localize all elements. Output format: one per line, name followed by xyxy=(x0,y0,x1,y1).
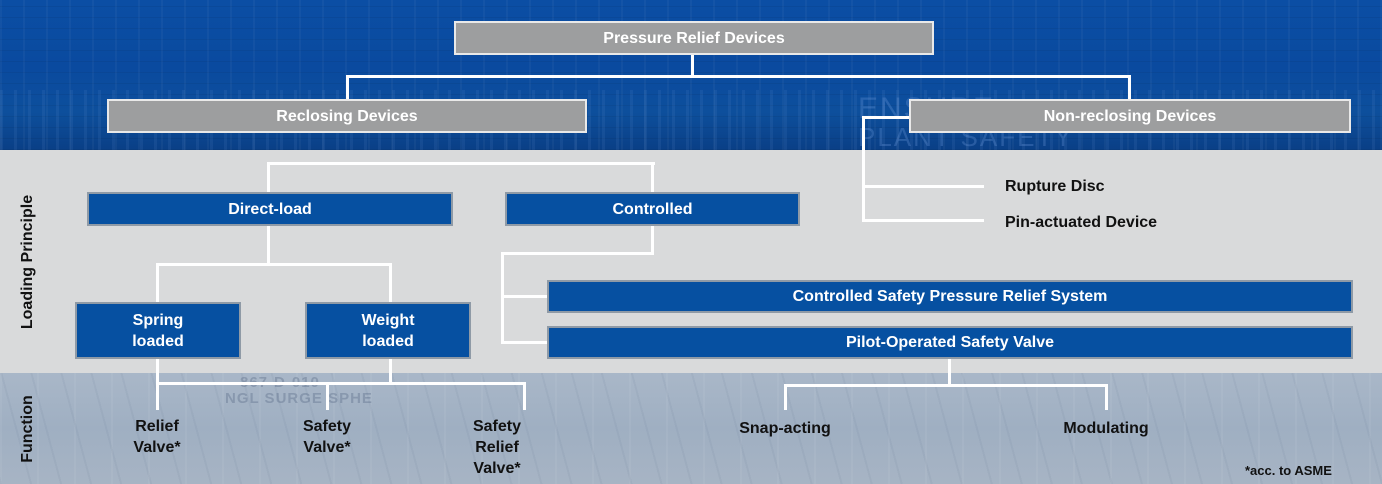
watermark-text: NGL SURGE SPHE xyxy=(225,390,373,407)
snap-acting-item: Snap-acting xyxy=(739,420,831,437)
node-label: loaded xyxy=(362,332,414,350)
connector-line xyxy=(501,252,654,255)
node-label: Non-reclosing Devices xyxy=(1043,107,1217,125)
connector-line xyxy=(862,116,910,119)
loading-principle-label: Loading Principle xyxy=(19,194,36,330)
connector-line xyxy=(651,162,654,193)
connector-line xyxy=(501,341,548,344)
connector-line xyxy=(501,252,504,344)
controlled-safety-pressure-relief-system-node[interactable]: Controlled Safety Pressure Relief System xyxy=(547,280,1353,313)
node-label: Weight xyxy=(361,311,415,329)
node-label: Reclosing Devices xyxy=(276,107,418,125)
node-label: Pilot-Operated Safety Valve xyxy=(845,334,1055,351)
rupture-disc-item: Rupture Disc xyxy=(1005,178,1105,195)
direct-load-node[interactable]: Direct-load xyxy=(87,192,453,226)
function-label: Function xyxy=(19,395,36,463)
node-label: loaded xyxy=(132,332,184,350)
safety-relief-valve-item: Safety Relief Valve* xyxy=(447,416,547,479)
connector-line xyxy=(523,382,526,410)
pressure-relief-devices-node[interactable]: Pressure Relief Devices xyxy=(454,21,934,55)
node-label: Spring xyxy=(132,311,184,329)
modulating-item: Modulating xyxy=(1063,420,1149,437)
spring-loaded-node[interactable]: Spring loaded xyxy=(75,302,241,359)
pin-actuated-device-item: Pin-actuated Device xyxy=(1005,214,1158,231)
item-line: Valve* xyxy=(303,439,351,456)
item-line: Relief xyxy=(475,439,519,456)
controlled-node[interactable]: Controlled xyxy=(505,192,800,226)
connector-line xyxy=(267,162,270,193)
connector-line xyxy=(346,75,349,100)
node-label: Pressure Relief Devices xyxy=(603,29,785,47)
pilot-operated-safety-valve-node[interactable]: Pilot-Operated Safety Valve xyxy=(547,326,1353,359)
connector-line xyxy=(501,295,548,298)
function-band: 867-D-010 NGL SURGE SPHE xyxy=(0,373,1382,484)
connector-line xyxy=(156,263,392,266)
item-line: Valve* xyxy=(473,460,521,477)
connector-line xyxy=(784,384,1108,387)
connector-line xyxy=(1128,75,1131,100)
item-line: Valve* xyxy=(133,439,181,456)
node-label: Controlled Safety Pressure Relief System xyxy=(792,288,1108,305)
item-line: Relief xyxy=(135,418,179,435)
connector-line xyxy=(862,219,984,222)
weight-loaded-node[interactable]: Weight loaded xyxy=(305,302,471,359)
item-line: Safety xyxy=(472,418,522,435)
connector-line xyxy=(948,358,951,385)
connector-line xyxy=(1105,384,1108,410)
connector-line xyxy=(267,162,655,165)
connector-line xyxy=(651,225,654,255)
relief-valve-item: Relief Valve* xyxy=(107,416,207,458)
connector-line xyxy=(156,263,159,303)
node-label: Controlled xyxy=(612,200,693,218)
non-reclosing-devices-node[interactable]: Non-reclosing Devices xyxy=(909,99,1351,133)
safety-valve-item: Safety Valve* xyxy=(277,416,377,458)
node-label: Direct-load xyxy=(228,200,312,218)
connector-line xyxy=(326,382,329,410)
connector-line xyxy=(389,263,392,303)
connector-line xyxy=(156,382,526,385)
connector-line xyxy=(389,358,392,385)
item-line: Safety xyxy=(302,418,352,435)
connector-line xyxy=(862,116,865,221)
connector-line xyxy=(862,185,984,188)
connector-line xyxy=(267,225,270,265)
connector-line xyxy=(346,75,1131,78)
connector-line xyxy=(691,54,694,77)
footnote: *acc. to ASME xyxy=(1245,463,1332,478)
reclosing-devices-node[interactable]: Reclosing Devices xyxy=(107,99,587,133)
connector-line xyxy=(784,384,787,410)
